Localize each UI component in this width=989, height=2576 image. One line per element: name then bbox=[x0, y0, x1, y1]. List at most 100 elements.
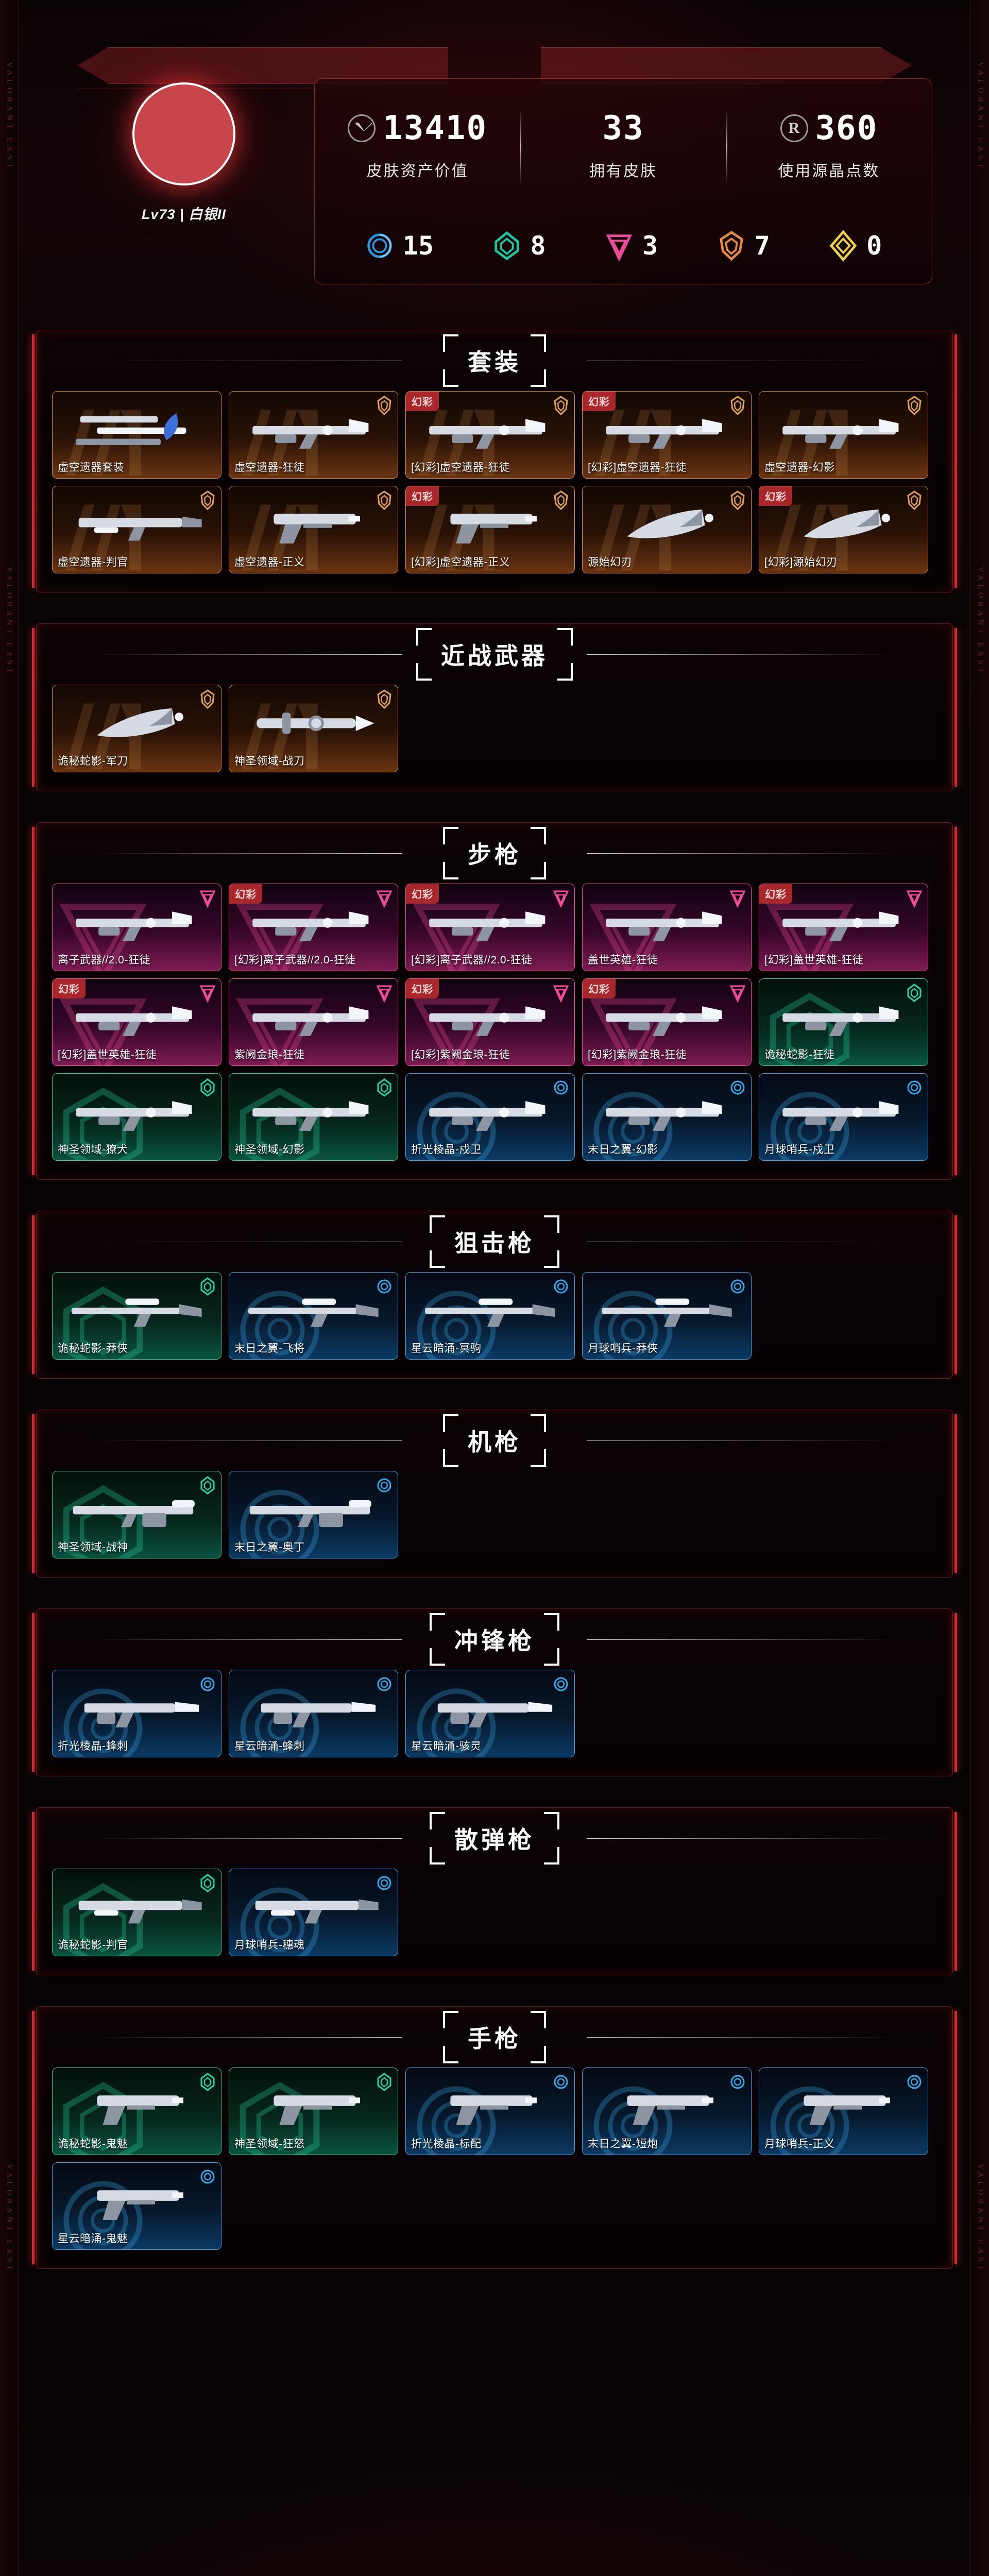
skin-card[interactable]: 星云暗涌-冥驹 bbox=[405, 1272, 575, 1360]
weapon-image bbox=[66, 504, 208, 546]
section-title: 近战武器 bbox=[412, 630, 577, 679]
skin-card[interactable]: 虚空遗器-幻影 bbox=[759, 391, 928, 479]
skin-card[interactable]: 虚空遗器-正义 bbox=[229, 486, 398, 573]
skin-card[interactable]: 神圣领域-幻影 bbox=[229, 1073, 398, 1161]
weapon-image bbox=[596, 902, 738, 943]
skin-card[interactable]: 月球哨兵-戍卫 bbox=[759, 1073, 928, 1161]
skin-card[interactable]: 诡秘蛇影-莽侠 bbox=[52, 1272, 221, 1360]
section-header: 步枪 bbox=[37, 823, 952, 884]
skin-card[interactable]: 月球哨兵-穗魂 bbox=[229, 1869, 398, 1956]
skin-name: 月球哨兵-穗魂 bbox=[234, 1937, 394, 1952]
bracket-corner-icon bbox=[531, 334, 546, 352]
bracket-corner-icon bbox=[430, 1250, 445, 1268]
select-tier-icon bbox=[552, 1277, 570, 1296]
weapon-image bbox=[243, 1489, 384, 1531]
skin-name: [幻彩]离子武器//2.0-狂徒 bbox=[411, 952, 570, 967]
skin-card[interactable]: 折光棱晶-标配 bbox=[405, 2067, 575, 2155]
skin-grid: 虚空遗器套装虚空遗器-狂徒幻彩[幻彩]虚空遗器-狂徒幻彩[幻彩]虚空遗器-狂徒虚… bbox=[37, 391, 952, 588]
skin-card[interactable]: 离子武器//2.0-狂徒 bbox=[52, 884, 221, 971]
bracket-corner-icon bbox=[531, 1414, 546, 1432]
weapon-image bbox=[419, 504, 561, 546]
skin-card[interactable]: 幻彩[幻彩]离子武器//2.0-狂徒 bbox=[405, 884, 575, 971]
skin-name: 诡秘蛇影-鬼魅 bbox=[58, 2136, 217, 2151]
bracket-corner-icon bbox=[430, 1215, 445, 1233]
skin-card[interactable]: 末日之翼-飞将 bbox=[229, 1272, 398, 1360]
bracket-corner-icon bbox=[557, 628, 573, 646]
bracket-corner-icon bbox=[531, 862, 546, 879]
skin-card[interactable]: 诡秘蛇影-狂徒 bbox=[759, 978, 928, 1066]
section-title: 套装 bbox=[439, 336, 550, 385]
bracket-corner-icon bbox=[443, 334, 458, 352]
skin-card[interactable]: 月球哨兵-莽侠 bbox=[582, 1272, 752, 1360]
exclusive-tier-icon bbox=[906, 490, 923, 510]
skin-card[interactable]: 星云暗涌-鬼魅 bbox=[52, 2162, 221, 2250]
skin-card[interactable]: 幻彩[幻彩]盖世英雄-狂徒 bbox=[52, 978, 221, 1066]
skin-card[interactable]: 虚空遗器套装 bbox=[52, 391, 221, 479]
skin-card[interactable]: 诡秘蛇影-判官 bbox=[52, 1869, 221, 1956]
tier-count-exclusive: 7 bbox=[717, 230, 770, 262]
tier-count-value: 7 bbox=[755, 231, 770, 261]
skin-grid: 神圣领域-战神末日之翼-奥丁 bbox=[37, 1471, 952, 1573]
section-8: 手枪诡秘蛇影-鬼魅神圣领域-狂怒折光棱晶-标配末日之翼-短炮月球哨兵-正义星云暗… bbox=[36, 2006, 953, 2269]
stat-caption: 皮肤资产价值 bbox=[367, 158, 469, 181]
tier-count-row: 15 8 3 7 bbox=[315, 221, 932, 270]
weapon-image bbox=[596, 504, 738, 546]
exclusive-tier-icon bbox=[376, 689, 393, 709]
skin-card[interactable]: 幻彩[幻彩]虚空遗器-狂徒 bbox=[582, 391, 752, 479]
skin-name: 神圣领域-狂怒 bbox=[234, 2136, 394, 2151]
skin-card[interactable]: 诡秘蛇影-鬼魅 bbox=[52, 2067, 221, 2155]
bracket-corner-icon bbox=[430, 1613, 445, 1631]
section-title: 冲锋枪 bbox=[425, 1615, 564, 1664]
section-7: 散弹枪诡秘蛇影-判官月球哨兵-穗魂 bbox=[36, 1807, 953, 1975]
skin-card[interactable]: 折光棱晶-戍卫 bbox=[405, 1073, 575, 1161]
weapon-image bbox=[773, 1091, 914, 1133]
tier-count-select: 15 bbox=[365, 230, 434, 262]
skin-card[interactable]: 神圣领域-獠犬 bbox=[52, 1073, 221, 1161]
skin-name: 虚空遗器-幻影 bbox=[764, 459, 924, 474]
skin-card[interactable]: 诡秘蛇影-军刀 bbox=[52, 685, 221, 772]
variant-badge: 幻彩 bbox=[406, 979, 439, 998]
weapon-image bbox=[243, 996, 384, 1038]
section-title: 狙击枪 bbox=[425, 1217, 564, 1266]
stat-value: 360 bbox=[815, 112, 878, 145]
stat-value: 13410 bbox=[383, 112, 487, 145]
skin-card[interactable]: 星云暗涌-蜂刺 bbox=[229, 1670, 398, 1757]
skin-name: 神圣领域-幻影 bbox=[234, 1141, 394, 1157]
stat-radianite-used: R 360 使用源晶点数 bbox=[726, 103, 932, 190]
skin-card[interactable]: 月球哨兵-正义 bbox=[759, 2067, 928, 2155]
section-header: 机枪 bbox=[37, 1410, 952, 1471]
skin-card[interactable]: 源始幻刃 bbox=[582, 486, 752, 573]
skin-card[interactable]: 神圣领域-战神 bbox=[52, 1471, 221, 1558]
skin-card[interactable]: 神圣领域-战刀 bbox=[229, 685, 398, 772]
section-title-text: 近战武器 bbox=[441, 642, 548, 669]
avatar[interactable] bbox=[132, 82, 235, 185]
skin-card[interactable]: 虚空遗器-判官 bbox=[52, 486, 221, 573]
skin-card[interactable]: 末日之翼-幻影 bbox=[582, 1073, 752, 1161]
weapon-image bbox=[243, 902, 384, 943]
skin-card[interactable]: 幻彩[幻彩]虚空遗器-狂徒 bbox=[405, 391, 575, 479]
section-title-text: 散弹枪 bbox=[454, 1826, 535, 1853]
skin-card[interactable]: 末日之翼-短炮 bbox=[582, 2067, 752, 2155]
profile-hero: Lv73 | 白银II 13410 皮肤资产价值 33 拥有皮肤 R 360 bbox=[0, 67, 989, 299]
skin-card[interactable]: 紫阙金琅-狂徒 bbox=[229, 978, 398, 1066]
radianite-icon: R bbox=[780, 114, 808, 142]
skin-card[interactable]: 幻彩[幻彩]盖世英雄-狂徒 bbox=[759, 884, 928, 971]
weapon-image bbox=[419, 902, 561, 943]
rail-text: VALORANT EAST bbox=[5, 567, 13, 676]
skin-card[interactable]: 幻彩[幻彩]离子武器//2.0-狂徒 bbox=[229, 884, 398, 971]
skin-card[interactable]: 幻彩[幻彩]紫阙金琅-狂徒 bbox=[582, 978, 752, 1066]
skin-card[interactable]: 折光棱晶-蜂刺 bbox=[52, 1670, 221, 1757]
skin-card[interactable]: 幻彩[幻彩]源始幻刃 bbox=[759, 486, 928, 573]
section-header: 狙击枪 bbox=[37, 1211, 952, 1272]
skin-card[interactable]: 虚空遗器-狂徒 bbox=[229, 391, 398, 479]
skin-card[interactable]: 幻彩[幻彩]紫阙金琅-狂徒 bbox=[405, 978, 575, 1066]
skin-name: 紫阙金琅-狂徒 bbox=[234, 1046, 394, 1062]
skin-card[interactable]: 神圣领域-狂怒 bbox=[229, 2067, 398, 2155]
skin-name: 末日之翼-幻影 bbox=[588, 1141, 747, 1157]
variant-badge: 幻彩 bbox=[229, 884, 262, 904]
skin-card[interactable]: 星云暗涌-骇灵 bbox=[405, 1670, 575, 1757]
skin-card[interactable]: 末日之翼-奥丁 bbox=[229, 1471, 398, 1558]
skin-card[interactable]: 盖世英雄-狂徒 bbox=[582, 884, 752, 971]
select-tier-icon bbox=[552, 1078, 570, 1097]
skin-card[interactable]: 幻彩[幻彩]虚空遗器-正义 bbox=[405, 486, 575, 573]
